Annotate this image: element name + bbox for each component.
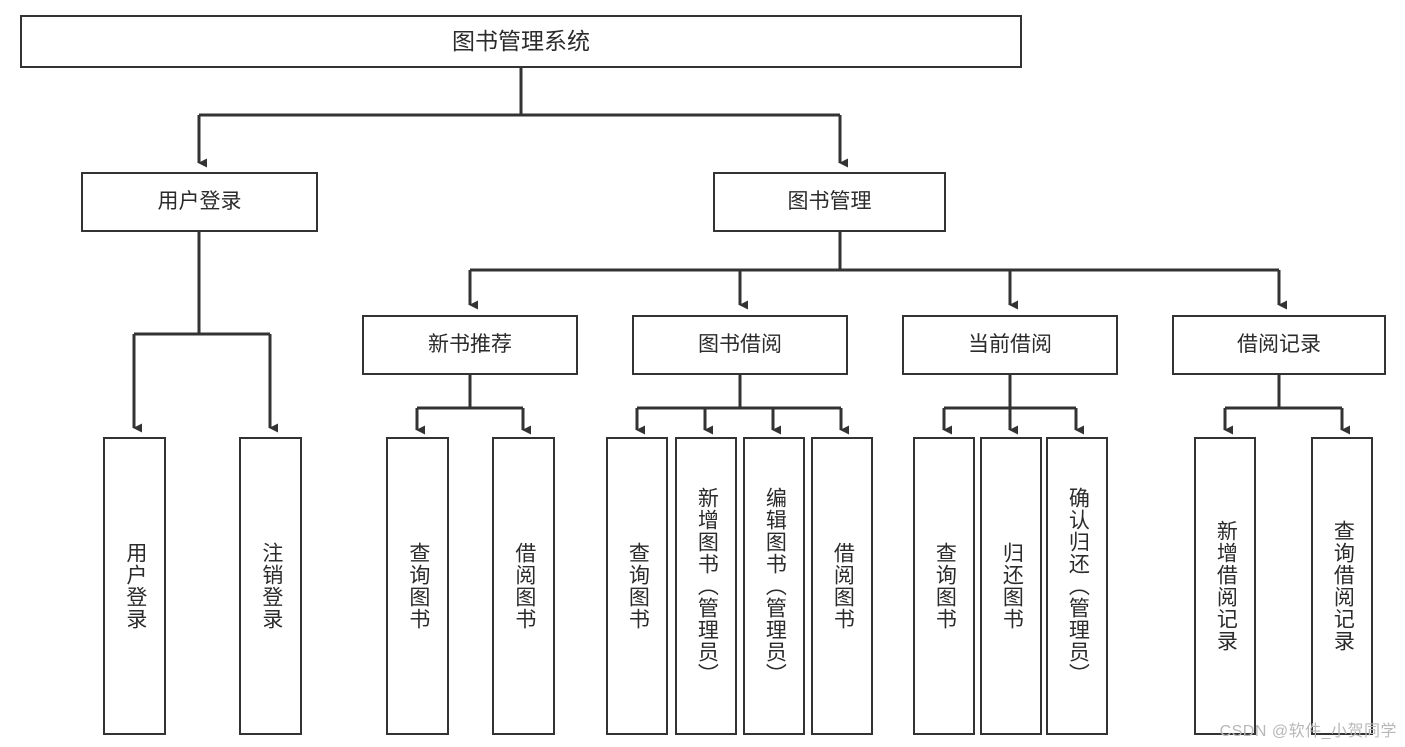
- node-leaf-edit-book-admin[interactable]: 编辑图书（管理员）: [743, 437, 805, 735]
- node-leaf-borrow-book-2-label: 借阅图书: [831, 542, 855, 630]
- node-borrow-record[interactable]: 借阅记录: [1172, 315, 1386, 375]
- node-leaf-confirm-return-admin-label: 确认归还（管理员）: [1066, 487, 1090, 685]
- node-leaf-query-record-label: 查询借阅记录: [1331, 520, 1355, 652]
- node-leaf-logout[interactable]: 注销登录: [239, 437, 302, 735]
- node-leaf-add-record[interactable]: 新增借阅记录: [1194, 437, 1256, 735]
- node-leaf-return-book[interactable]: 归还图书: [980, 437, 1042, 735]
- node-book-borrow[interactable]: 图书借阅: [632, 315, 848, 375]
- node-leaf-borrow-book-1-label: 借阅图书: [512, 542, 536, 630]
- node-leaf-borrow-book-2[interactable]: 借阅图书: [811, 437, 873, 735]
- node-leaf-user-login[interactable]: 用户登录: [103, 437, 166, 735]
- node-leaf-query-book-2-label: 查询图书: [626, 542, 650, 630]
- watermark-text: CSDN @软件_小贺同学: [1219, 723, 1397, 740]
- node-current-borrow[interactable]: 当前借阅: [902, 315, 1118, 375]
- node-leaf-user-login-label: 用户登录: [123, 542, 147, 630]
- node-leaf-confirm-return-admin[interactable]: 确认归还（管理员）: [1046, 437, 1108, 735]
- node-leaf-add-record-label: 新增借阅记录: [1214, 520, 1238, 652]
- node-leaf-query-record[interactable]: 查询借阅记录: [1311, 437, 1373, 735]
- node-leaf-query-book-1[interactable]: 查询图书: [386, 437, 449, 735]
- node-leaf-borrow-book-1[interactable]: 借阅图书: [492, 437, 555, 735]
- node-leaf-query-book-3[interactable]: 查询图书: [913, 437, 975, 735]
- node-leaf-logout-label: 注销登录: [259, 542, 283, 630]
- node-leaf-query-book-3-label: 查询图书: [933, 542, 957, 630]
- node-leaf-add-book-admin[interactable]: 新增图书（管理员）: [675, 437, 737, 735]
- node-root[interactable]: 图书管理系统: [20, 15, 1022, 68]
- node-leaf-query-book-2[interactable]: 查询图书: [606, 437, 668, 735]
- node-leaf-query-book-1-label: 查询图书: [406, 542, 430, 630]
- node-user-login[interactable]: 用户登录: [81, 172, 318, 232]
- node-leaf-edit-book-admin-label: 编辑图书（管理员）: [763, 487, 787, 685]
- node-book-manage[interactable]: 图书管理: [713, 172, 946, 232]
- node-leaf-add-book-admin-label: 新增图书（管理员）: [695, 487, 719, 685]
- node-leaf-return-book-label: 归还图书: [1000, 542, 1024, 630]
- node-new-book-rec[interactable]: 新书推荐: [362, 315, 578, 375]
